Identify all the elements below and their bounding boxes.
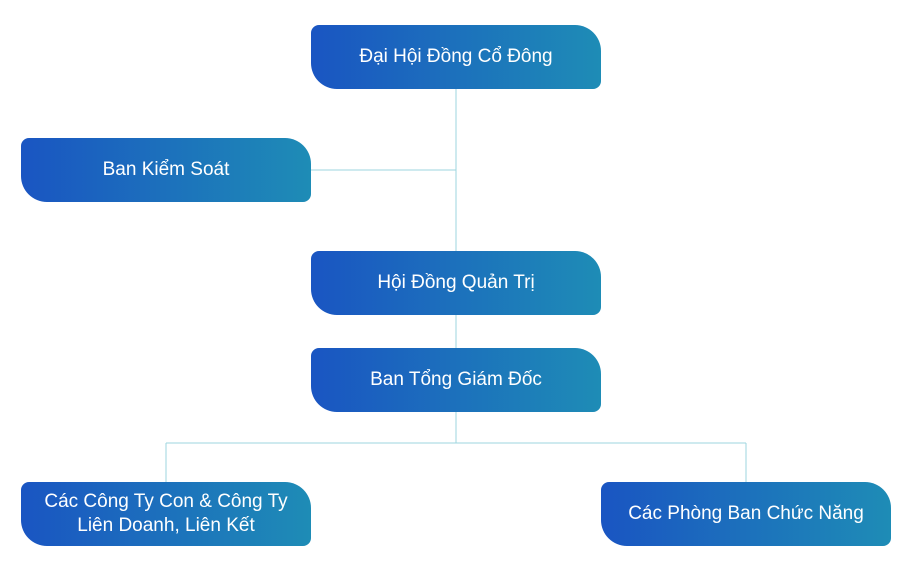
node-executive-board: Ban Tổng Giám Đốc [311,348,601,412]
node-departments: Các Phòng Ban Chức Năng [601,482,891,546]
node-shareholders-meeting: Đại Hội Đồng Cổ Đông [311,25,601,89]
node-supervisory-board: Ban Kiểm Soát [21,138,311,202]
node-board-of-directors: Hội Đồng Quản Trị [311,251,601,315]
node-subsidiaries: Các Công Ty Con & Công Ty Liên Doanh, Li… [21,482,311,546]
node-label: Ban Kiểm Soát [102,159,230,180]
node-label: Các Phòng Ban Chức Năng [628,503,864,524]
node-label: Hội Đồng Quản Trị [377,272,535,293]
node-label: Ban Tổng Giám Đốc [370,369,542,390]
node-label: Đại Hội Đồng Cổ Đông [359,46,553,67]
node-label: Các Công Ty Con & Công Ty Liên Doanh, Li… [44,491,288,536]
